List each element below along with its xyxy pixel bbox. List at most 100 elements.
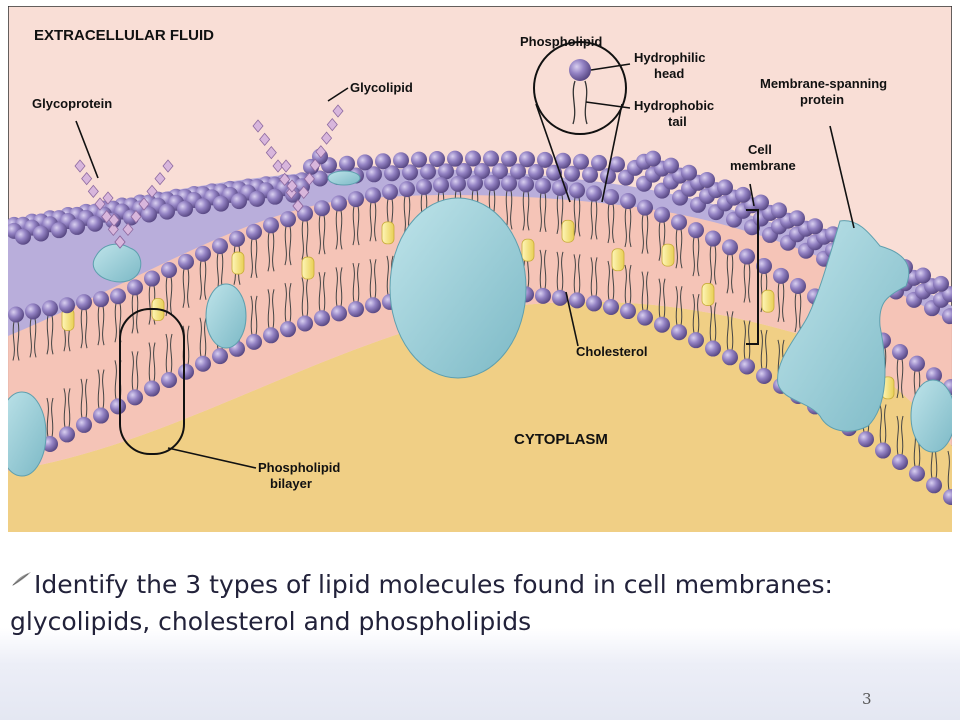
caption-bullet: Identify the 3 types of lipid molecules … [10, 560, 950, 640]
sugar-unit [87, 184, 99, 198]
phospholipid-head [637, 309, 653, 326]
phospholipid-head [231, 193, 247, 210]
leader-cholesterol [565, 291, 579, 347]
lipid-tail [590, 257, 593, 297]
phospholipid-head [365, 297, 381, 314]
phospholipid-head [15, 228, 31, 245]
phospholipid-head [141, 206, 157, 223]
lipid-tail [199, 317, 202, 357]
phospholipid-head [212, 348, 228, 365]
lipid-tail [80, 309, 83, 349]
lipid-tail [896, 415, 899, 456]
phospholipid-head [25, 303, 41, 320]
sugar-unit [81, 172, 93, 186]
phospholipid-head [552, 289, 568, 306]
lipid-tail [641, 214, 644, 254]
lipid-tail [607, 203, 610, 244]
lipid-tail [527, 191, 530, 231]
lipid-tail [646, 214, 649, 254]
lipid-tail [102, 306, 105, 346]
phospholipid-head [756, 257, 772, 274]
phospholipid-head [348, 301, 364, 318]
lipid-tail [250, 238, 253, 278]
phospholipid-head [229, 230, 245, 247]
lipid-tail [29, 318, 32, 358]
peripheral-protein-left [8, 391, 47, 477]
sugar-unit [303, 172, 315, 186]
lipid-tail [731, 254, 734, 294]
label-glycoprotein: Glycoprotein [32, 96, 112, 111]
phospholipid-head [161, 372, 177, 389]
lipid-tail [301, 220, 304, 260]
zoom-connector-right [601, 103, 623, 203]
phospholipid-head [739, 248, 755, 265]
phospholipid-head [645, 150, 661, 167]
phospholipid-head [789, 210, 805, 227]
page-number: 3 [862, 690, 872, 708]
lipid-tail [697, 237, 700, 277]
phospholipid-head [573, 153, 589, 170]
lipid-tail [573, 254, 576, 294]
phospholipid-head [438, 163, 454, 180]
lipid-tail [357, 262, 360, 303]
sugar-unit [309, 158, 321, 172]
phospholipid-head [450, 175, 466, 192]
phospholipid-head [8, 306, 24, 323]
lipid-tail [680, 286, 683, 326]
phospholipid-head [127, 389, 143, 406]
phospholipid-head [161, 262, 177, 279]
lipid-tail [204, 317, 207, 357]
leader-glycolipid [327, 87, 349, 102]
phospholipid-head [943, 489, 952, 506]
lipid-tail [510, 190, 513, 230]
phospholipid-head [249, 190, 265, 207]
label-protein: protein [800, 92, 844, 107]
lipid-tail [748, 263, 751, 303]
phospholipid-head [246, 333, 262, 350]
lipid-tail [748, 320, 751, 360]
lipid-tail [165, 333, 168, 374]
phospholipid-head [603, 298, 619, 315]
sugar-unit [252, 119, 264, 133]
leader-glycoprotein [75, 120, 99, 179]
phospholipid-head [582, 166, 598, 183]
phospholipid-head [555, 152, 571, 169]
lipid-tail [51, 315, 54, 355]
membrane-spanning-protein [777, 220, 910, 432]
lipid-tail [680, 229, 683, 269]
phospholipid-zoom-circle [533, 41, 627, 135]
cholesterol-molecule [701, 283, 715, 306]
lipid-tail [607, 260, 610, 301]
sugar-unit [101, 210, 113, 224]
phospholipid-head [263, 327, 279, 344]
phospholipid-head [382, 183, 398, 200]
phospholipid-head [756, 367, 772, 384]
phospholipid-head [42, 300, 58, 317]
caption-text: Identify the 3 types of lipid molecules … [10, 570, 833, 636]
lipid-tail [777, 282, 780, 322]
phospholipid-head [178, 363, 194, 380]
lipid-tail [544, 249, 547, 289]
phospholipid-head [717, 179, 733, 196]
lipid-tail [556, 251, 559, 291]
phospholipid-head [465, 150, 481, 167]
phospholipid-head [331, 195, 347, 212]
phospholipid-head [892, 344, 908, 361]
phospholipid-head [69, 218, 85, 235]
lipid-tail [306, 277, 309, 317]
lipid-tail [714, 245, 717, 285]
lipid-tail [148, 342, 151, 382]
phospholipid-head [314, 200, 330, 217]
lipid-tail [879, 404, 882, 444]
label-bilayer: bilayer [270, 476, 312, 491]
lipid-tail [335, 267, 338, 307]
phospholipid-head [467, 175, 483, 192]
lipid-tail [726, 254, 729, 294]
phospholipid-head [195, 355, 211, 372]
leader-cell-membrane [749, 183, 755, 207]
phospholipid-head [314, 310, 330, 327]
phospholipid-head [177, 200, 193, 217]
phospholipid-head [411, 151, 427, 168]
phospholipid-head [213, 195, 229, 212]
sugar-unit [102, 191, 114, 205]
